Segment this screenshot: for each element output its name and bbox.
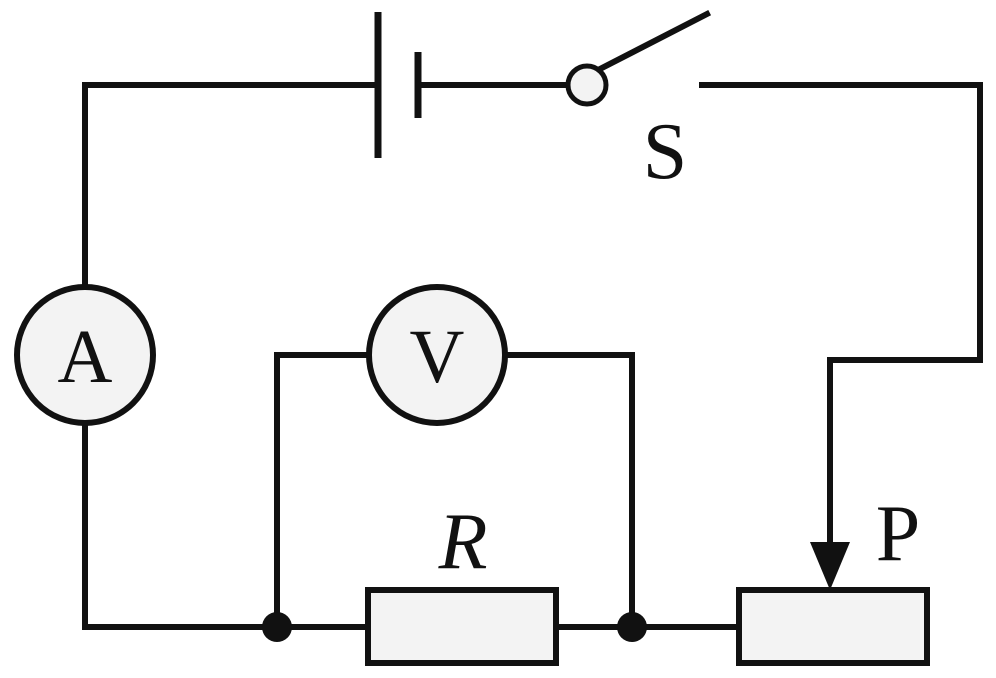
switch-blade <box>593 9 712 75</box>
ammeter-circle <box>14 284 156 426</box>
switch <box>565 9 712 107</box>
wire-left-bottom <box>82 422 369 630</box>
rheostat <box>736 587 930 666</box>
wire-voltmeter-left <box>274 352 371 630</box>
wire-top-left <box>82 82 381 288</box>
wire-right <box>699 82 983 563</box>
resistor-label: R <box>438 498 488 586</box>
slider-label: P <box>876 490 921 578</box>
ammeter-label: A <box>58 315 113 399</box>
voltmeter-label: V <box>410 315 465 399</box>
switch-label: S <box>643 108 688 196</box>
wire-voltmeter-right <box>503 352 635 630</box>
junction-dot-left <box>262 612 292 642</box>
voltmeter: V <box>366 284 508 426</box>
slider-arrow <box>810 542 850 590</box>
switch-pivot <box>565 63 609 107</box>
resistor <box>365 587 559 666</box>
junction-dot-right <box>617 612 647 642</box>
battery <box>374 12 422 158</box>
voltmeter-circle <box>366 284 508 426</box>
ammeter: A <box>14 284 156 426</box>
